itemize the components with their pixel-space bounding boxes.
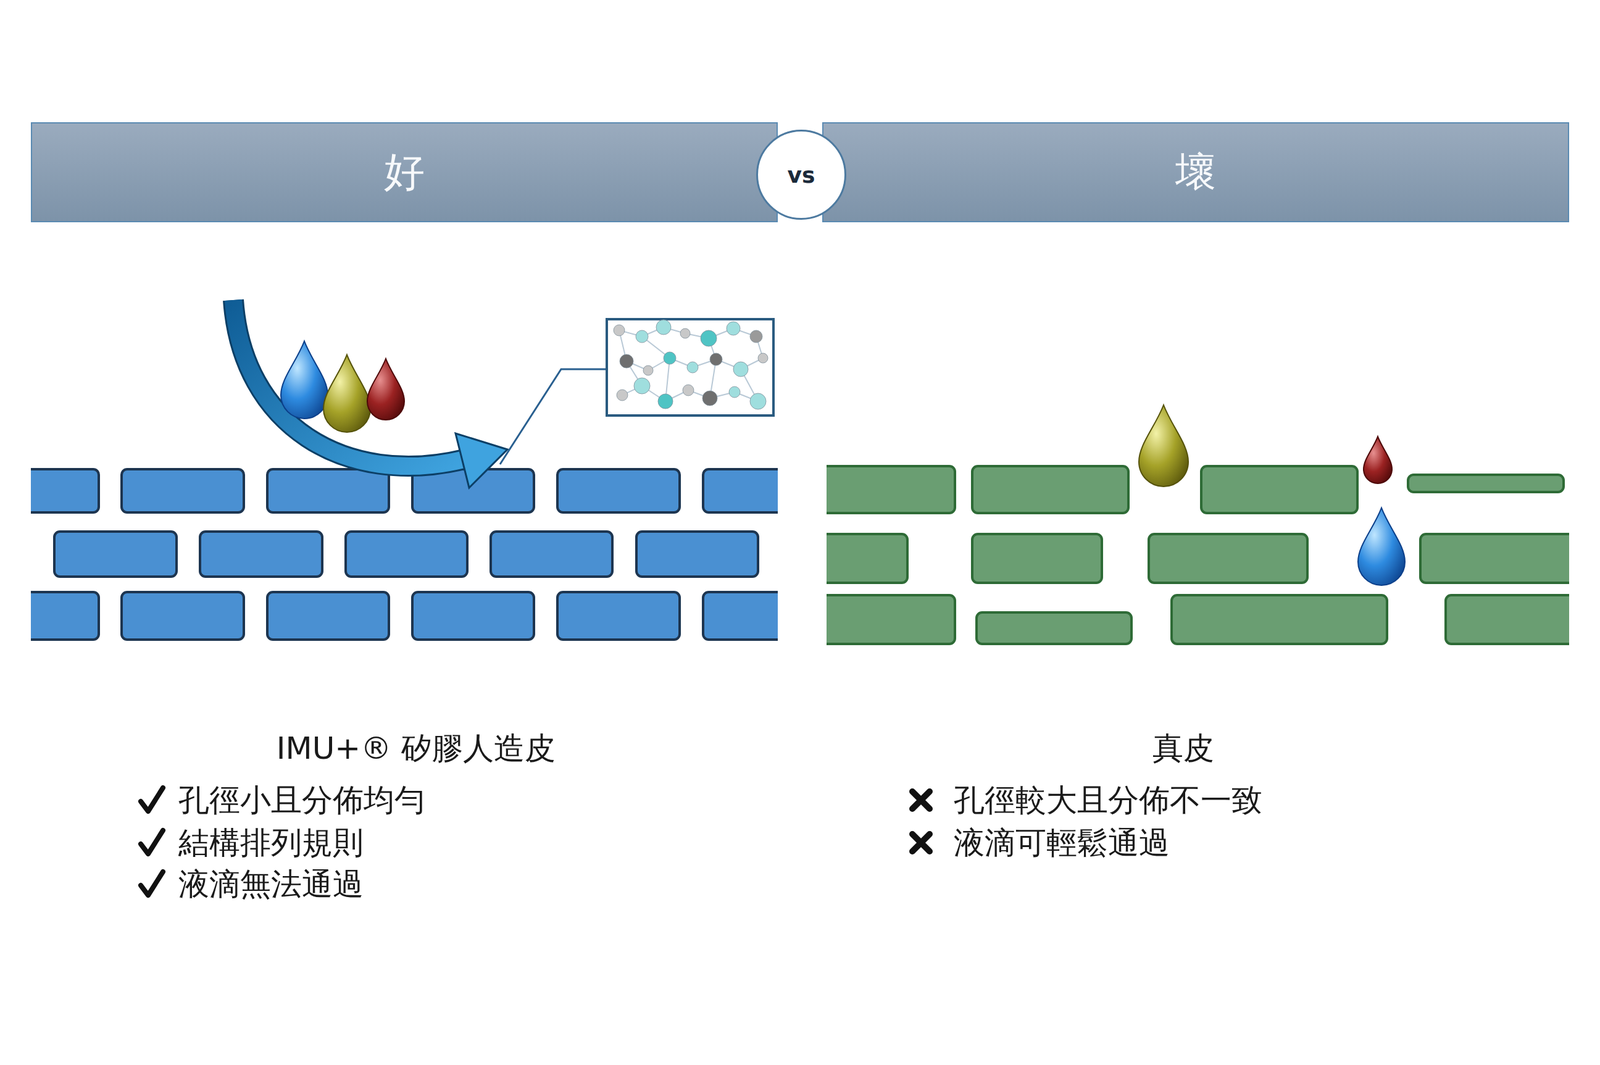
check-mark (140, 830, 163, 854)
atom (682, 384, 694, 396)
brick (636, 531, 759, 577)
silicone-brick-wall (30, 469, 778, 640)
liquid-drops (280, 341, 1405, 586)
drop (1363, 436, 1392, 484)
brick (267, 469, 389, 513)
brick (1148, 533, 1308, 583)
atom (680, 328, 691, 339)
header-bar: 好 (30, 122, 778, 223)
brick (1201, 466, 1358, 513)
header-label: 壞 (1175, 144, 1217, 200)
feature-item: 液滴無法通過 (178, 865, 364, 903)
cross-mark (912, 791, 930, 809)
atom (635, 330, 649, 343)
material-title: 真皮 (1152, 729, 1215, 767)
vs-circle: vs (756, 129, 847, 220)
atom (729, 386, 741, 398)
brick (826, 533, 908, 583)
brick (1420, 533, 1570, 583)
brick (557, 469, 680, 513)
drop (280, 341, 328, 419)
header-label: 好 (383, 144, 425, 200)
material-title: IMU+® 矽膠人造皮 (276, 729, 556, 767)
brick (557, 591, 680, 640)
brick (30, 469, 99, 513)
curved-arrow (233, 300, 508, 488)
atom (633, 377, 650, 394)
molecule-inset (606, 319, 774, 416)
brick (826, 466, 955, 513)
check-mark (140, 787, 163, 812)
leader-line (500, 369, 607, 465)
brick (1408, 474, 1564, 492)
atom (702, 390, 718, 406)
brick (345, 531, 468, 577)
atom (726, 321, 741, 336)
brick (826, 595, 955, 644)
feature-item: 液滴可輕鬆通過 (953, 824, 1170, 862)
brick (54, 531, 177, 577)
leather-brick-wall (826, 466, 1570, 644)
brick (30, 591, 99, 640)
feature-item: 結構排列規則 (178, 824, 364, 862)
brick (121, 591, 244, 640)
drop (367, 358, 405, 420)
brick (412, 591, 534, 640)
atom (616, 389, 628, 401)
atom (656, 319, 671, 335)
brick (972, 466, 1129, 513)
atom (619, 354, 634, 368)
feature-item: 孔徑較大且分佈不一致 (953, 781, 1263, 819)
feature-item: 孔徑小且分佈均勻 (178, 781, 426, 819)
atom (750, 393, 767, 410)
brick (121, 469, 244, 513)
brick (703, 469, 778, 513)
atom (643, 365, 654, 376)
brick (972, 533, 1102, 583)
brick (200, 531, 323, 577)
atom (687, 361, 699, 373)
drop (323, 354, 371, 433)
atom (758, 353, 768, 363)
brick (1171, 595, 1388, 644)
atom (663, 351, 676, 365)
atom (658, 393, 673, 409)
check-mark (140, 871, 163, 896)
vs-label: vs (787, 162, 816, 188)
atom (613, 324, 625, 336)
header-bar: 壞 (822, 122, 1570, 223)
brick (267, 591, 389, 640)
atom (733, 361, 749, 377)
atom (750, 330, 763, 343)
brick (1445, 595, 1570, 644)
atom (709, 353, 723, 366)
cross-mark (912, 833, 930, 852)
atom (700, 330, 717, 347)
brick (490, 531, 613, 577)
brick (703, 591, 778, 640)
drop (1138, 404, 1189, 487)
drop (1358, 508, 1405, 586)
brick (976, 612, 1132, 644)
